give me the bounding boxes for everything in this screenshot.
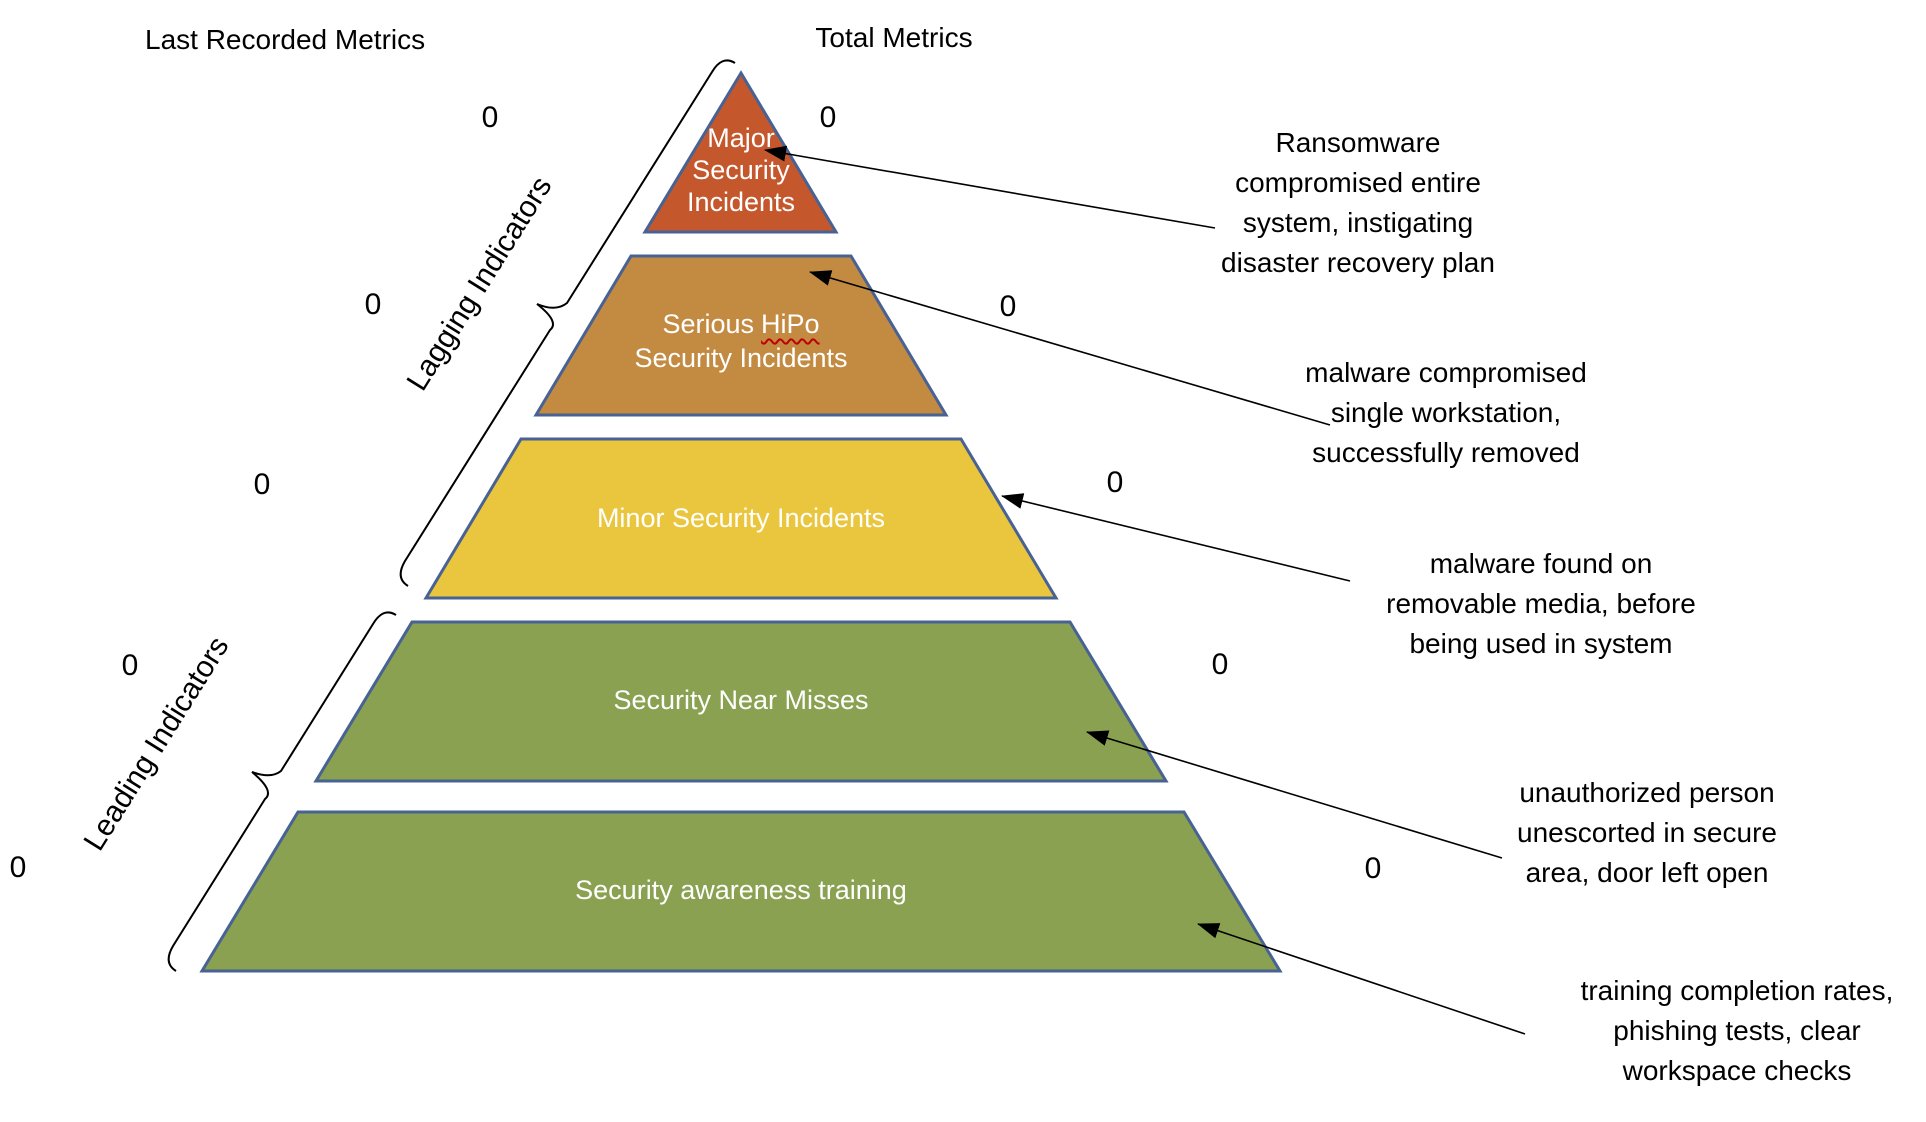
total-metrics-header: Total Metrics <box>815 22 973 53</box>
level-1-label: Major Security Incidents <box>591 122 891 218</box>
level-2-misspelled-word: HiPo <box>761 309 820 339</box>
annotation-5-line-1: training completion rates, <box>1580 975 1894 1006</box>
annotation-2-line-2: single workstation, <box>1330 397 1562 428</box>
pyramid-level-3-shape <box>423 437 1059 600</box>
annotation-5-line-2: phishing tests, clear <box>1613 1015 1861 1046</box>
last-recorded-value-level-2: 0 <box>364 288 382 321</box>
annotation-level-4: unauthorized person unescorted in secure… <box>1417 773 1877 893</box>
annotation-2-line-3: successfully removed <box>1312 437 1580 468</box>
total-value-level-5: 0 <box>1364 852 1382 885</box>
total-value-level-4: 0 <box>1211 648 1229 681</box>
annotation-level-5: training completion rates, phishing test… <box>1507 971 1926 1091</box>
annotation-arrow-group <box>764 145 1526 1035</box>
annotation-level-3: malware found on removable media, before… <box>1311 544 1771 664</box>
level-1-line-2: Security <box>692 155 790 185</box>
level-5-line-1: Security awareness training <box>575 875 907 905</box>
annotation-3-line-2: removable media, before <box>1386 588 1696 619</box>
annotation-arrow-level-3 <box>1001 493 1351 582</box>
level-3-label: Minor Security Incidents <box>491 501 991 535</box>
annotation-5-line-3: workspace checks <box>1622 1055 1852 1086</box>
pyramid-shape-group <box>199 70 1283 973</box>
annotation-1-line-2: compromised entire <box>1235 167 1481 198</box>
last-recorded-metrics-header: Last Recorded Metrics <box>145 24 426 55</box>
annotation-3-line-3: being used in system <box>1409 628 1673 659</box>
level-2-line-2: Security Incidents <box>634 343 848 373</box>
annotation-arrow-level-5 <box>1197 923 1526 1035</box>
annotation-arrow-level-4 <box>1086 730 1503 859</box>
annotation-1-line-1: Ransomware <box>1275 127 1441 158</box>
level-5-label: Security awareness training <box>491 873 991 907</box>
annotation-2-line-1: malware compromised <box>1305 357 1587 388</box>
total-value-level-3: 0 <box>1106 466 1124 499</box>
last-recorded-value-level-1: 0 <box>481 101 499 134</box>
leading-indicators-brace <box>167 611 397 972</box>
level-4-label: Security Near Misses <box>491 683 991 717</box>
level-1-line-1: Major <box>707 123 775 153</box>
annotation-level-2: malware compromised single workstation, … <box>1216 353 1676 473</box>
pyramid-level-2-shape <box>533 254 949 417</box>
annotation-4-line-1: unauthorized person <box>1519 777 1775 808</box>
level-1-line-3: Incidents <box>686 187 796 217</box>
annotation-4-line-3: area, door left open <box>1525 857 1769 888</box>
total-value-level-2: 0 <box>999 290 1017 323</box>
annotation-arrow-level-2 <box>809 270 1331 426</box>
annotation-4-line-2: unescorted in secure <box>1517 817 1777 848</box>
level-4-line-1: Security Near Misses <box>613 685 869 715</box>
pyramid-level-5-shape <box>199 810 1283 973</box>
last-recorded-value-level-4: 0 <box>121 649 139 682</box>
pyramid-level-1-shape <box>642 70 839 234</box>
level-2-line-1-prefix: Serious <box>662 309 754 339</box>
pyramid-level-4-shape <box>313 620 1169 783</box>
annotation-1-line-3: system, instigating <box>1242 207 1474 238</box>
last-recorded-value-level-3: 0 <box>253 468 271 501</box>
last-recorded-value-level-5: 0 <box>9 851 27 884</box>
annotation-3-line-1: malware found on <box>1429 548 1653 579</box>
annotation-level-1: Ransomware compromised entire system, in… <box>1128 123 1588 283</box>
bracket-group <box>167 59 736 972</box>
lagging-indicators-brace <box>399 59 736 587</box>
annotation-1-line-4: disaster recovery plan <box>1221 247 1495 278</box>
total-value-level-1: 0 <box>819 101 837 134</box>
level-3-line-1: Minor Security Incidents <box>596 503 886 533</box>
annotation-arrow-level-1 <box>764 145 1216 229</box>
